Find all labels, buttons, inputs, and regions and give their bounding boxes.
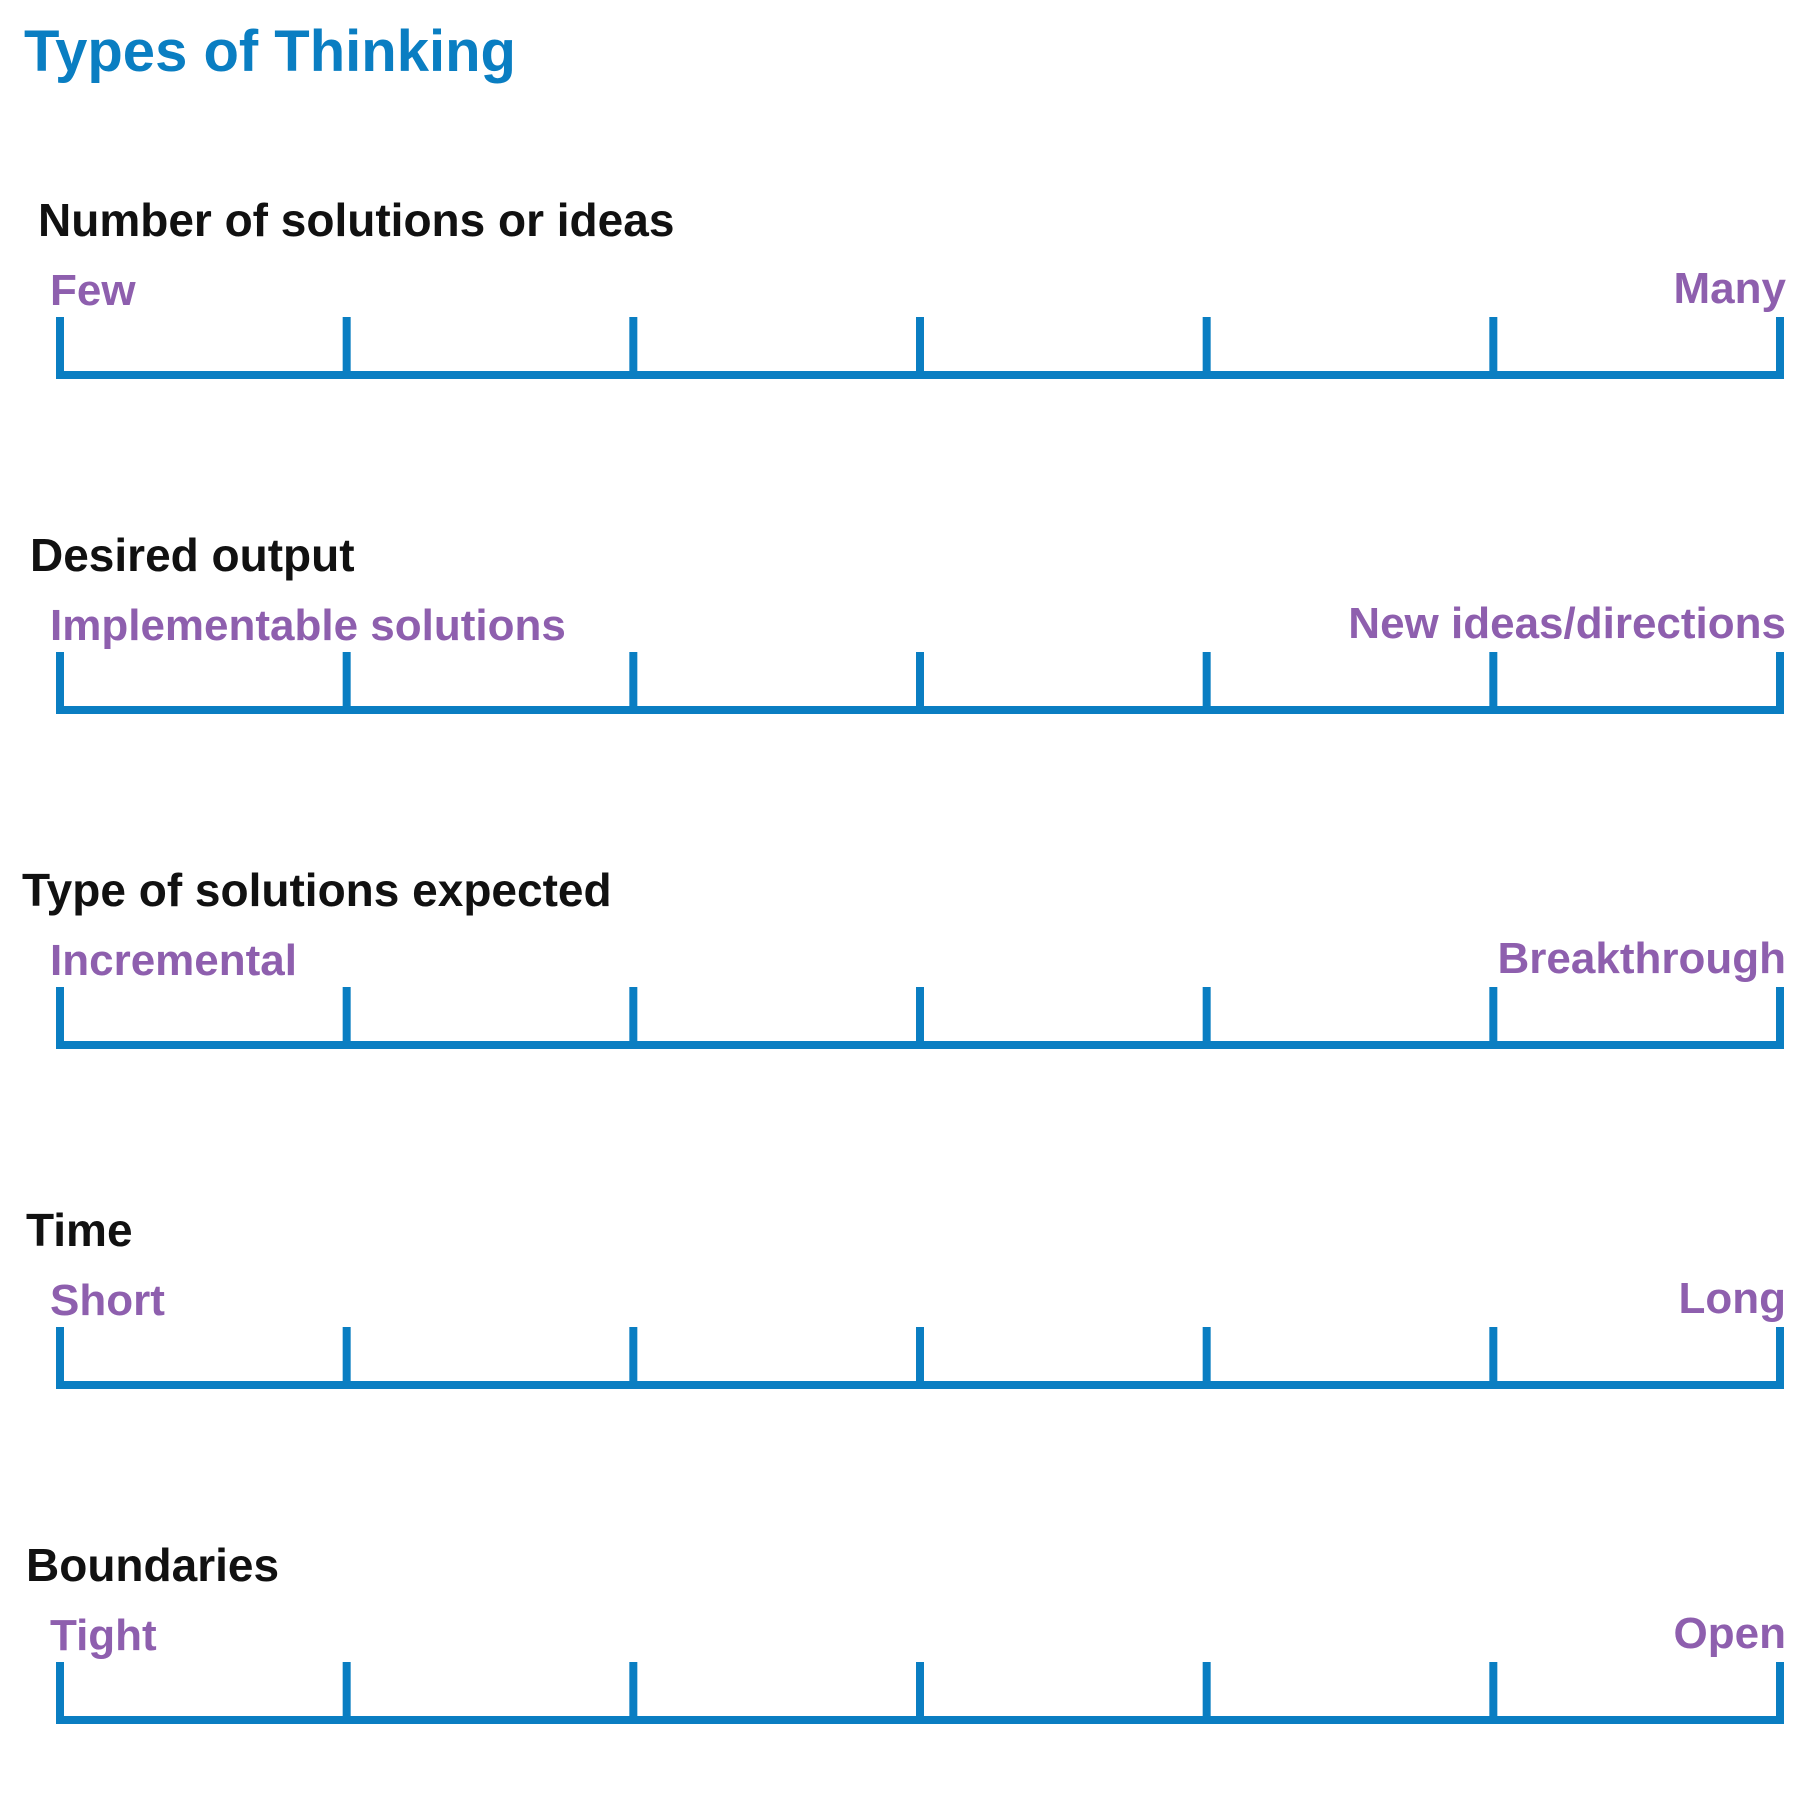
scale-left-label: Few — [50, 266, 136, 315]
scale-right-label: Open — [1673, 1609, 1786, 1658]
scale-right-label: New ideas/directions — [1348, 599, 1786, 648]
scale-left-label: Tight — [50, 1611, 157, 1660]
scale-heading: Type of solutions expected — [22, 864, 612, 916]
scale-line-graphic — [56, 987, 1784, 1049]
scale-heading: Number of solutions or ideas — [38, 194, 675, 246]
scale-right-label: Many — [1673, 264, 1786, 313]
scale-heading: Boundaries — [26, 1539, 280, 1591]
scale-right-label: Breakthrough — [1497, 934, 1786, 983]
scale-left-label: Short — [50, 1276, 165, 1325]
scale-line-graphic — [56, 1662, 1784, 1724]
scale-left-label: Incremental — [50, 936, 297, 985]
scale-left-label: Implementable solutions — [50, 601, 566, 650]
scale-heading: Desired output — [30, 529, 355, 581]
scale-line-graphic — [56, 1327, 1784, 1389]
scale-heading: Time — [26, 1204, 133, 1256]
page-title: Types of Thinking — [24, 19, 516, 84]
scale-line-graphic — [56, 317, 1784, 379]
scale-line-graphic — [56, 652, 1784, 714]
scale-right-label: Long — [1678, 1274, 1786, 1323]
